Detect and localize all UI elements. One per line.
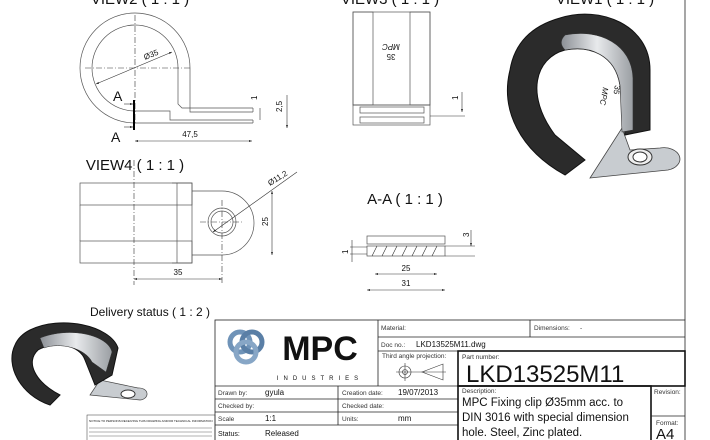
projection-label: Third angle projection: [382,353,447,360]
dimensions-label: Dimensions: [534,325,570,332]
description-line-1: MPC Fixing clip Ø35mm acc. to [462,397,623,409]
doc-no-value: LKD13525M11.dwg [416,340,486,349]
revision-label: Revision: [654,389,681,396]
scale-label: Scale [218,416,235,423]
dimensions-value: - [580,325,582,332]
section-aa-title: A-A ( 1 : 1 ) [367,191,443,208]
dim-view3-thickness: 1 [451,95,460,100]
marking-mpc: MPC [382,42,400,51]
clip-inner-arc [91,24,179,112]
title-block: MPC INDUSTRIES Material: Dimensions: - D… [214,319,686,440]
dim-aa-3: 3 [462,232,471,237]
view1: VIEW1 ( 1 : 1 ) 35 MPC [506,0,681,179]
dim-diameter-35: Ø35 [142,48,160,62]
view1-marking-35: 35 [611,85,622,96]
format-value: A4 [656,426,674,440]
drawn-by-label: Drawn by: [218,390,247,397]
delivery-title: Delivery status ( 1 : 2 ) [90,305,210,319]
svg-text:MPC: MPC [282,330,358,368]
notice-box: NOTICE TO PERSONS RECEIVING THIS DRAWING… [86,414,216,440]
dim-height-25: 25 [261,217,270,226]
view2: VIEW2 ( 1 : 1 ) Ø35 A A 47,5 1 2,5 [79,0,288,145]
units-value: mm [398,414,412,423]
dim-hole-11-2: Ø11,2 [266,169,289,188]
checked-date-label: Checked date: [342,403,384,410]
delivery-status-view: Delivery status ( 1 : 2 ) [11,305,210,406]
status-value: Released [265,429,299,438]
dim-width-47-5: 47,5 [182,130,198,139]
format-label: Format: [656,420,679,427]
view4: VIEW4 ( 1 : 1 ) Ø11,2 25 35 [79,157,298,285]
view1-title: VIEW1 ( 1 : 1 ) [556,0,654,8]
section-marker-a-top: A [113,88,123,104]
scale-value: 1:1 [265,414,277,423]
third-angle-projection-icon [396,363,446,381]
dim-aa-1: 1 [341,249,350,254]
doc-no-label: Doc no.: [381,342,405,349]
dim-aa-31: 31 [402,279,411,288]
view3: VIEW3 ( 1 : 1 ) 35 MPC 1 [341,0,465,126]
notice-heading: NOTICE TO PERSONS RECEIVING THIS DRAWING… [89,419,213,423]
mpc-logo: MPC INDUSTRIES [227,329,363,382]
description-line-2: DIN 3016 with special dimension [462,412,629,424]
view3-title: VIEW3 ( 1 : 1 ) [341,0,439,8]
clip-outer-arc [79,12,191,124]
part-number-value: LKD13525M11 [466,361,624,388]
part-number-label: Part number: [462,354,500,361]
view2-title: VIEW2 ( 1 : 1 ) [91,0,189,8]
dim-aa-25: 25 [402,264,411,273]
section-marker-a-bottom: A [111,129,121,145]
view4-title: VIEW4 ( 1 : 1 ) [86,157,184,174]
status-label: Status: [218,431,240,438]
checked-by-label: Checked by: [218,403,254,410]
dim-thickness-1: 1 [250,95,259,100]
section-aa: A-A ( 1 : 1 ) 3 1 25 31 [341,191,475,291]
dim-height-2-5: 2,5 [275,100,284,112]
creation-date-label: Creation date: [342,390,383,397]
creation-date-value: 19/07/2013 [398,388,439,397]
marking-35: 35 [386,52,395,61]
view1-marking-mpc: MPC [598,87,610,106]
description-label: Description: [462,388,497,395]
dim-length-35: 35 [174,268,183,277]
units-label: Units: [342,416,359,423]
drawn-by-value: gyula [265,388,285,397]
description-line-3: hole. Steel, Zinc plated. [462,427,582,439]
material-label: Material: [381,325,406,332]
svg-text:INDUSTRIES: INDUSTRIES [277,376,363,382]
